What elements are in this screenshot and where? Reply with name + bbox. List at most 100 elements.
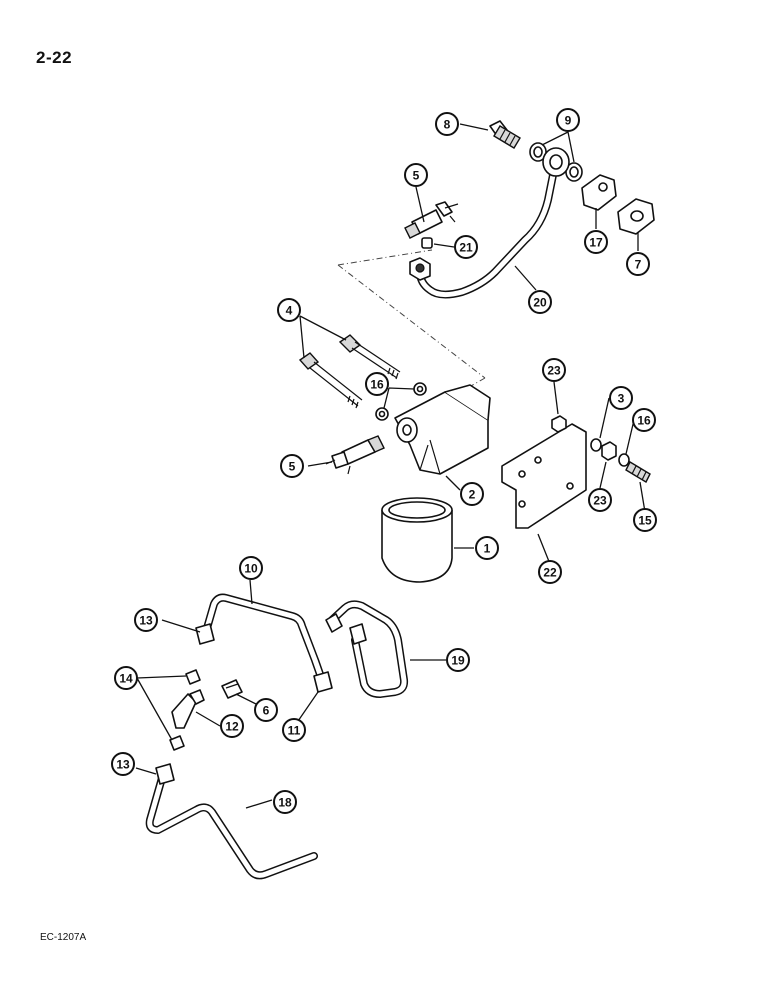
part-union	[221, 679, 243, 699]
part-gasket-7	[617, 198, 655, 235]
callout-number: 13	[116, 758, 130, 772]
part-washers-left	[375, 382, 427, 421]
callout-3: 3	[609, 386, 633, 410]
part-mounting-bracket	[501, 423, 587, 529]
callout-20: 20	[528, 290, 552, 314]
callout-circle	[239, 556, 263, 580]
callout-14: 14	[114, 666, 138, 690]
callout-circle	[134, 608, 158, 632]
callout-number: 6	[263, 704, 270, 718]
part-drain-tap-lower	[325, 435, 385, 475]
callout-21: 21	[454, 235, 478, 259]
part-drain-tap-upper	[404, 201, 459, 239]
callout-number: 16	[370, 378, 384, 392]
leader-lines	[135, 123, 646, 809]
callout-circle	[280, 454, 304, 478]
callout-number: 19	[451, 654, 465, 668]
callout-circle	[633, 508, 657, 532]
callout-number: 7	[635, 258, 642, 272]
callout-number: 13	[139, 614, 153, 628]
callout-23: 23	[542, 358, 566, 382]
callout-circle	[609, 386, 633, 410]
callout-number: 10	[244, 562, 258, 576]
callout-number: 21	[459, 241, 473, 255]
callout-number: 23	[547, 364, 561, 378]
callout-circle	[584, 230, 608, 254]
callout-circle	[254, 698, 278, 722]
callout-circle	[460, 482, 484, 506]
callout-17: 17	[584, 230, 608, 254]
callout-2: 2	[460, 482, 484, 506]
part-pipe-19	[325, 600, 409, 698]
callout-circle	[220, 714, 244, 738]
callout-number: 9	[565, 114, 572, 128]
callout-circle	[556, 108, 580, 132]
callout-11: 11	[282, 718, 306, 742]
part-sealing-washers	[529, 142, 583, 182]
callout-circle	[475, 536, 499, 560]
figure-code: EC-1207A	[40, 932, 87, 943]
callout-18: 18	[273, 790, 297, 814]
callout-number: 2	[469, 488, 476, 502]
callout-8: 8	[435, 112, 459, 136]
callout-circle	[632, 408, 656, 432]
callout-number: 12	[225, 720, 239, 734]
callout-23: 23	[588, 488, 612, 512]
part-connector	[421, 237, 433, 249]
callout-number: 17	[589, 236, 603, 250]
callout-number: 14	[119, 672, 133, 686]
callout-circle	[588, 488, 612, 512]
part-pipe-10	[195, 593, 333, 693]
part-spacer-upper	[551, 415, 567, 433]
callout-12: 12	[220, 714, 244, 738]
callout-number: 16	[637, 414, 651, 428]
callout-19: 19	[446, 648, 470, 672]
part-washer-3	[590, 438, 602, 452]
callout-number: 5	[289, 460, 296, 474]
callout-22: 22	[538, 560, 562, 584]
callout-number: 11	[288, 724, 301, 738]
callout-10: 10	[239, 556, 263, 580]
part-spacer-lower	[601, 441, 617, 461]
callout-circle	[446, 648, 470, 672]
callout-number: 23	[593, 494, 607, 508]
callout-circle	[454, 235, 478, 259]
callout-16: 16	[365, 372, 389, 396]
part-caps	[169, 669, 201, 751]
callout-number: 20	[533, 296, 547, 310]
callout-circle	[114, 666, 138, 690]
callout-circle	[626, 252, 650, 276]
part-stud-15	[625, 461, 651, 483]
callout-circle	[282, 718, 306, 742]
part-washer-16-right	[618, 453, 630, 467]
part-fuel-pipe-upper	[409, 147, 570, 299]
callout-circle	[404, 163, 428, 187]
callout-15: 15	[633, 508, 657, 532]
callout-1: 1	[475, 536, 499, 560]
callout-4: 4	[277, 298, 301, 322]
page-number: 2-22	[36, 48, 73, 67]
part-filter-head	[394, 384, 491, 475]
callout-circle	[542, 358, 566, 382]
callout-9: 9	[556, 108, 580, 132]
callout-circle	[538, 560, 562, 584]
callout-6: 6	[254, 698, 278, 722]
callout-7: 7	[626, 252, 650, 276]
callout-circle	[365, 372, 389, 396]
callout-circle	[277, 298, 301, 322]
part-tee-fitting	[171, 689, 205, 729]
callout-number: 3	[618, 392, 625, 406]
part-banjo-bolt	[489, 120, 521, 149]
callout-16: 16	[632, 408, 656, 432]
callout-number: 8	[444, 118, 451, 132]
callout-number: 4	[286, 304, 293, 318]
callout-13: 13	[134, 608, 158, 632]
callout-13: 13	[111, 752, 135, 776]
part-pipe-18	[145, 763, 318, 880]
callout-number: 22	[543, 566, 557, 580]
callout-number: 1	[484, 542, 491, 556]
part-long-bolts	[298, 334, 401, 409]
part-gasket-17	[581, 174, 617, 211]
